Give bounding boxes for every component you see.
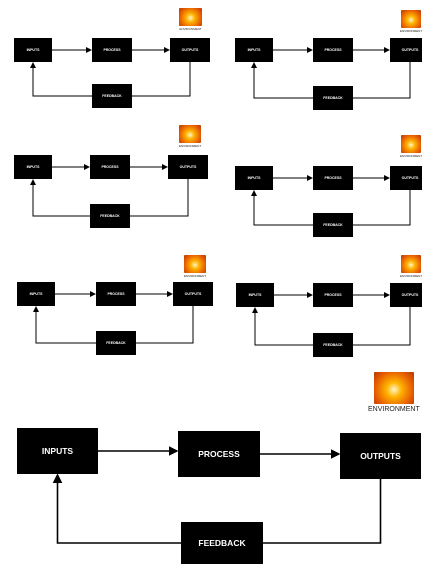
- inputs-box: INPUTS: [236, 283, 274, 307]
- feedback-to-inputs-arrow: [251, 190, 313, 226]
- outputs-to-feedback-line: [353, 190, 411, 226]
- outputs-box: OUTPUTS: [170, 38, 210, 62]
- environment-label: ENVIRONMENT: [184, 274, 207, 278]
- sunburst-icon: [184, 255, 207, 273]
- outputs-to-feedback-line: [132, 62, 191, 97]
- process-box: PROCESS: [96, 282, 136, 306]
- feedback-box: FEEDBACK: [92, 84, 132, 108]
- environment-group: ENVIRONMENT: [184, 255, 206, 278]
- process-box: PROCESS: [178, 431, 260, 477]
- environment-label: ENVIRONMENT: [400, 274, 422, 278]
- feedback-to-inputs-arrow: [52, 473, 181, 544]
- outputs-to-feedback-line: [136, 306, 194, 344]
- outputs-box: OUTPUTS: [390, 166, 422, 190]
- environment-label: ENVIRONMENT: [179, 27, 202, 31]
- feedback-to-inputs-arrow: [33, 306, 96, 344]
- feedback-box: FEEDBACK: [181, 522, 263, 564]
- inputs-box: INPUTS: [235, 38, 273, 62]
- process-box: PROCESS: [313, 283, 353, 307]
- outputs-to-feedback-line: [353, 307, 411, 346]
- feedback-to-inputs-arrow: [30, 179, 90, 217]
- feedback-box: FEEDBACK: [313, 213, 353, 237]
- outputs-box: OUTPUTS: [340, 433, 421, 479]
- environment-group: ENVIRONMENT: [400, 255, 422, 278]
- environment-label: ENVIRONMENT: [400, 29, 422, 33]
- sunburst-icon: [401, 135, 422, 153]
- sunburst-icon: [401, 255, 422, 273]
- environment-group: ENVIRONMENT: [400, 10, 422, 33]
- environment-group: ENVIRONMENT: [179, 125, 201, 148]
- inputs-box: INPUTS: [235, 166, 273, 190]
- sunburst-icon: [179, 8, 202, 26]
- process-box: PROCESS: [92, 38, 132, 62]
- environment-label: ENVIRONMENT: [179, 144, 202, 148]
- inputs-box: INPUTS: [17, 428, 98, 474]
- outputs-box: OUTPUTS: [390, 38, 422, 62]
- environment-group: ENVIRONMENT: [368, 372, 420, 413]
- sunburst-icon: [401, 10, 422, 28]
- feedback-to-inputs-arrow: [251, 62, 313, 99]
- outputs-to-feedback-line: [353, 62, 411, 99]
- process-box: PROCESS: [313, 38, 353, 62]
- sunburst-icon: [373, 372, 414, 404]
- feedback-to-inputs-arrow: [252, 307, 313, 346]
- inputs-box: INPUTS: [14, 38, 52, 62]
- feedback-box: FEEDBACK: [96, 331, 136, 355]
- environment-label: ENVIRONMENT: [400, 154, 422, 158]
- process-box: PROCESS: [313, 166, 353, 190]
- environment-label: ENVIRONMENT: [368, 406, 420, 413]
- outputs-to-feedback-line: [263, 479, 382, 544]
- feedback-box: FEEDBACK: [313, 86, 353, 110]
- inputs-box: INPUTS: [17, 282, 55, 306]
- inputs-box: INPUTS: [14, 155, 52, 179]
- feedback-box: FEEDBACK: [90, 204, 130, 228]
- outputs-box: OUTPUTS: [173, 282, 213, 306]
- outputs-box: OUTPUTS: [390, 283, 422, 307]
- outputs-box: OUTPUTS: [168, 155, 208, 179]
- process-box: PROCESS: [90, 155, 130, 179]
- sunburst-icon: [179, 125, 202, 143]
- feedback-box: FEEDBACK: [313, 333, 353, 357]
- environment-group: ENVIRONMENT: [179, 8, 202, 31]
- outputs-to-feedback-line: [130, 179, 189, 217]
- feedback-to-inputs-arrow: [30, 62, 92, 97]
- environment-group: ENVIRONMENT: [400, 135, 422, 158]
